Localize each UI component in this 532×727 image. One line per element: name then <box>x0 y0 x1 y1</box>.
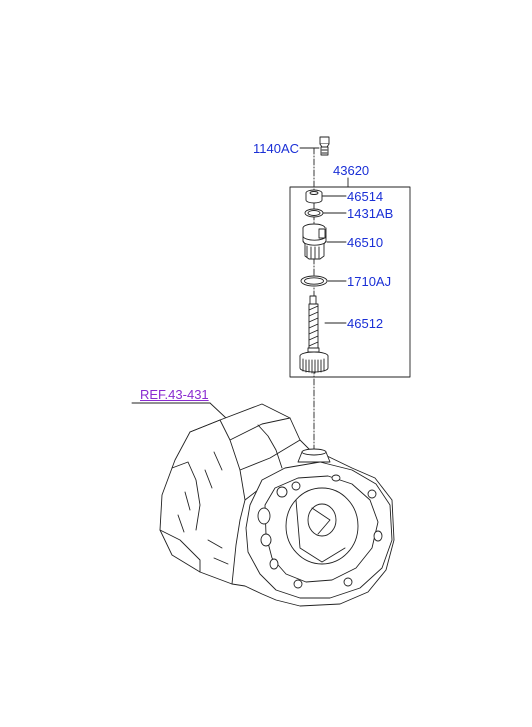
sleeve-part <box>302 223 327 260</box>
label-bolt[interactable]: 1140AC <box>253 141 300 156</box>
driven-gear-part <box>299 295 329 374</box>
bushing-part <box>305 189 323 204</box>
o-ring-bottom-part <box>300 275 328 287</box>
label-sleeve[interactable]: 46510 <box>347 235 384 250</box>
bolt-part <box>319 136 330 156</box>
leader-lines <box>131 147 349 419</box>
assembly-group-box <box>289 186 411 378</box>
reference-transaxle-case[interactable]: REF.43-431 <box>140 387 209 402</box>
transaxle-case-part <box>159 403 395 607</box>
label-o-ring-bottom[interactable]: 1710AJ <box>347 274 392 289</box>
label-o-ring-top[interactable]: 1431AB <box>347 206 394 221</box>
label-assembly[interactable]: 43620 <box>333 163 370 178</box>
label-driven-gear[interactable]: 46512 <box>347 316 384 331</box>
o-ring-top-part <box>304 208 324 218</box>
label-bushing[interactable]: 46514 <box>347 189 384 204</box>
